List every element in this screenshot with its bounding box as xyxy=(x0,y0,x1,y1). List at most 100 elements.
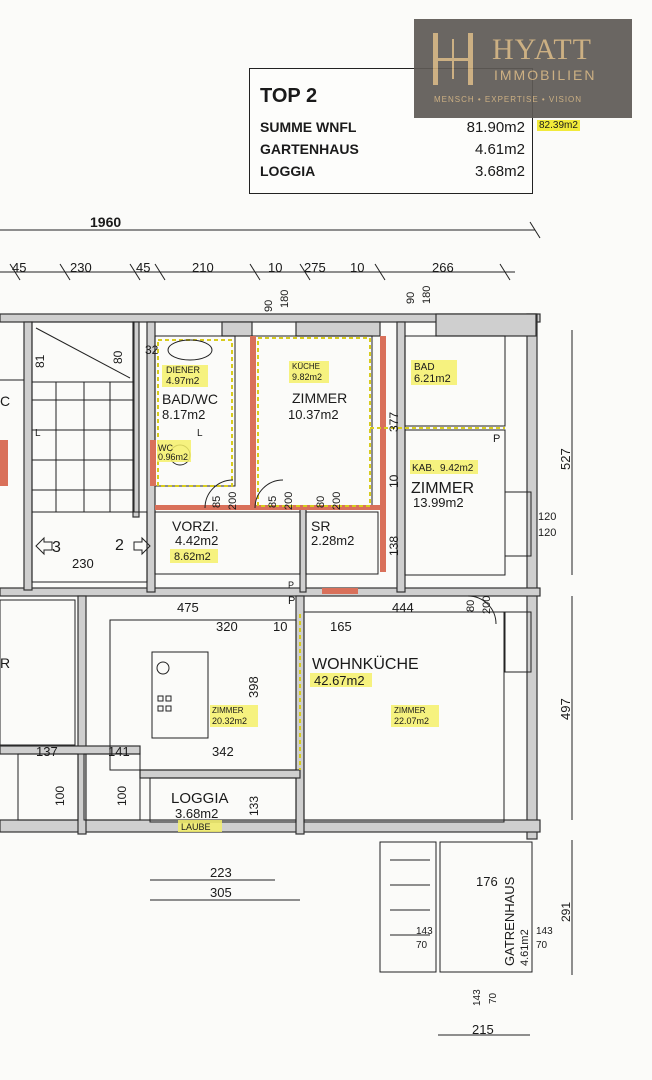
summary-value: 81.90m2 xyxy=(466,119,525,136)
dim-label: 133 xyxy=(247,796,261,816)
marker-c: C xyxy=(0,393,10,409)
room-name: GATRENHAUS xyxy=(502,876,517,966)
dim-label: 100 xyxy=(53,786,67,806)
area-summary-box: TOP 2 SUMME WNFL 81.90m2 GARTENHAUS 4.61… xyxy=(249,68,533,194)
dim-label: 291 xyxy=(559,902,573,922)
dim-label: 70 xyxy=(488,992,499,1004)
room-name: ZIMMER xyxy=(292,390,347,406)
dim-label: 230 xyxy=(72,556,94,571)
room-area: 10.37m2 xyxy=(288,407,339,422)
dim-label: 85 xyxy=(267,496,279,508)
dim-label: 305 xyxy=(210,885,232,900)
dim-label: 230 xyxy=(70,260,92,275)
dim-label: 200 xyxy=(481,596,493,614)
dim-label: 527 xyxy=(558,448,573,470)
room-area: 8.17m2 xyxy=(162,407,205,422)
room-area: 9.82m2 xyxy=(292,372,322,382)
dim-label: 120 xyxy=(538,527,556,539)
dim-label: 70 xyxy=(416,940,428,951)
marker-p: P xyxy=(288,580,294,590)
highlighted-area-value: 82.39m2 xyxy=(537,120,580,131)
brand-logo: HYATT IMMOBILIEN MENSCH • EXPERTISE • VI… xyxy=(414,19,632,118)
room-name: VORZI. xyxy=(172,518,219,534)
dim-label: 141 xyxy=(108,744,130,759)
dim-label: 143 xyxy=(536,926,553,937)
marker-p: P xyxy=(493,433,500,445)
room-name: WC xyxy=(158,443,173,453)
dim-label: 266 xyxy=(432,260,454,275)
dim-label: 80 xyxy=(111,350,125,364)
summary-row: GARTENHAUS 4.61m2 xyxy=(260,141,525,158)
summary-label: GARTENHAUS xyxy=(260,141,359,157)
summary-label: LOGGIA xyxy=(260,163,316,179)
logo-brand: HYATT xyxy=(492,33,592,66)
dim-label: 10 xyxy=(387,474,401,488)
dim-label: 32 xyxy=(145,343,159,357)
room-area: 22.07m2 xyxy=(394,716,429,726)
dim-label: 275 xyxy=(304,260,326,275)
dim-label: 137 xyxy=(36,744,58,759)
room-name: ZIMMER xyxy=(411,480,474,497)
dim-label: 80 xyxy=(315,496,327,508)
room-area: 4.42m2 xyxy=(175,533,218,548)
dim-label: 80 xyxy=(465,600,477,612)
stair-number: 3 xyxy=(52,539,61,556)
dim-label: 210 xyxy=(192,260,214,275)
marker-l: L xyxy=(35,428,41,439)
dim-label: 200 xyxy=(283,492,295,510)
dim-label: 180 xyxy=(421,286,433,304)
dim-label: 200 xyxy=(331,492,343,510)
dim-label: 223 xyxy=(210,865,232,880)
logo-tagline: MENSCH • EXPERTISE • VISION xyxy=(434,95,583,104)
room-area: 9.42m2 xyxy=(440,463,474,474)
marker-l: L xyxy=(197,428,203,439)
dim-total-width: 1960 xyxy=(90,214,121,230)
dim-label: 215 xyxy=(472,1022,494,1037)
room-name: BAD/WC xyxy=(162,391,218,407)
summary-value: 3.68m2 xyxy=(474,163,525,180)
room-name: DIENER xyxy=(166,365,201,375)
dim-label: 320 xyxy=(216,619,238,634)
marker-r: R xyxy=(0,655,10,671)
room-area: 2.28m2 xyxy=(311,533,354,548)
room-name: BAD xyxy=(414,362,435,373)
room-area: 13.99m2 xyxy=(413,495,464,510)
room-area: 4.97m2 xyxy=(166,376,200,387)
dim-label: 398 xyxy=(246,676,261,698)
dim-label: 10 xyxy=(273,619,287,634)
room-name: KAB. xyxy=(412,463,435,474)
room-area: 0.96m2 xyxy=(158,452,188,462)
dim-label: 138 xyxy=(387,536,401,556)
dim-label: 180 xyxy=(279,290,291,308)
room-area-alt: 8.62m2 xyxy=(174,551,211,563)
room-name: LOGGIA xyxy=(171,790,229,807)
dim-label: 377 xyxy=(387,412,401,432)
dim-label: 497 xyxy=(558,698,573,720)
room-name: WOHNKÜCHE xyxy=(312,655,419,673)
dim-label: 100 xyxy=(115,786,129,806)
room-name: ZIMMER xyxy=(212,706,244,715)
room-area-alt: LAUBE xyxy=(181,822,211,832)
dim-label: 200 xyxy=(227,492,239,510)
marker-p: P xyxy=(288,595,295,607)
dim-label: 143 xyxy=(472,989,483,1006)
dim-label: 120 xyxy=(538,511,556,523)
dim-label: 45 xyxy=(136,260,150,275)
dim-label: 90 xyxy=(405,292,417,304)
room-name: ZIMMER xyxy=(394,706,426,715)
room-area: 3.68m2 xyxy=(175,806,218,821)
dim-label: 45 xyxy=(12,260,26,275)
dim-label: 444 xyxy=(392,600,414,615)
dim-label: 90 xyxy=(263,300,275,312)
stair-number: 2 xyxy=(115,537,124,554)
summary-value: 4.61m2 xyxy=(474,141,525,158)
summary-label: SUMME WNFL xyxy=(260,119,357,135)
logo-icon xyxy=(433,33,473,85)
summary-row: LOGGIA 3.68m2 xyxy=(260,163,525,180)
room-area: 4.61m2 xyxy=(519,929,531,966)
room-area: 42.67m2 xyxy=(314,673,365,688)
logo-subtitle: IMMOBILIEN xyxy=(494,67,597,83)
dim-label: 165 xyxy=(330,619,352,634)
room-area: 20.32m2 xyxy=(212,716,247,726)
